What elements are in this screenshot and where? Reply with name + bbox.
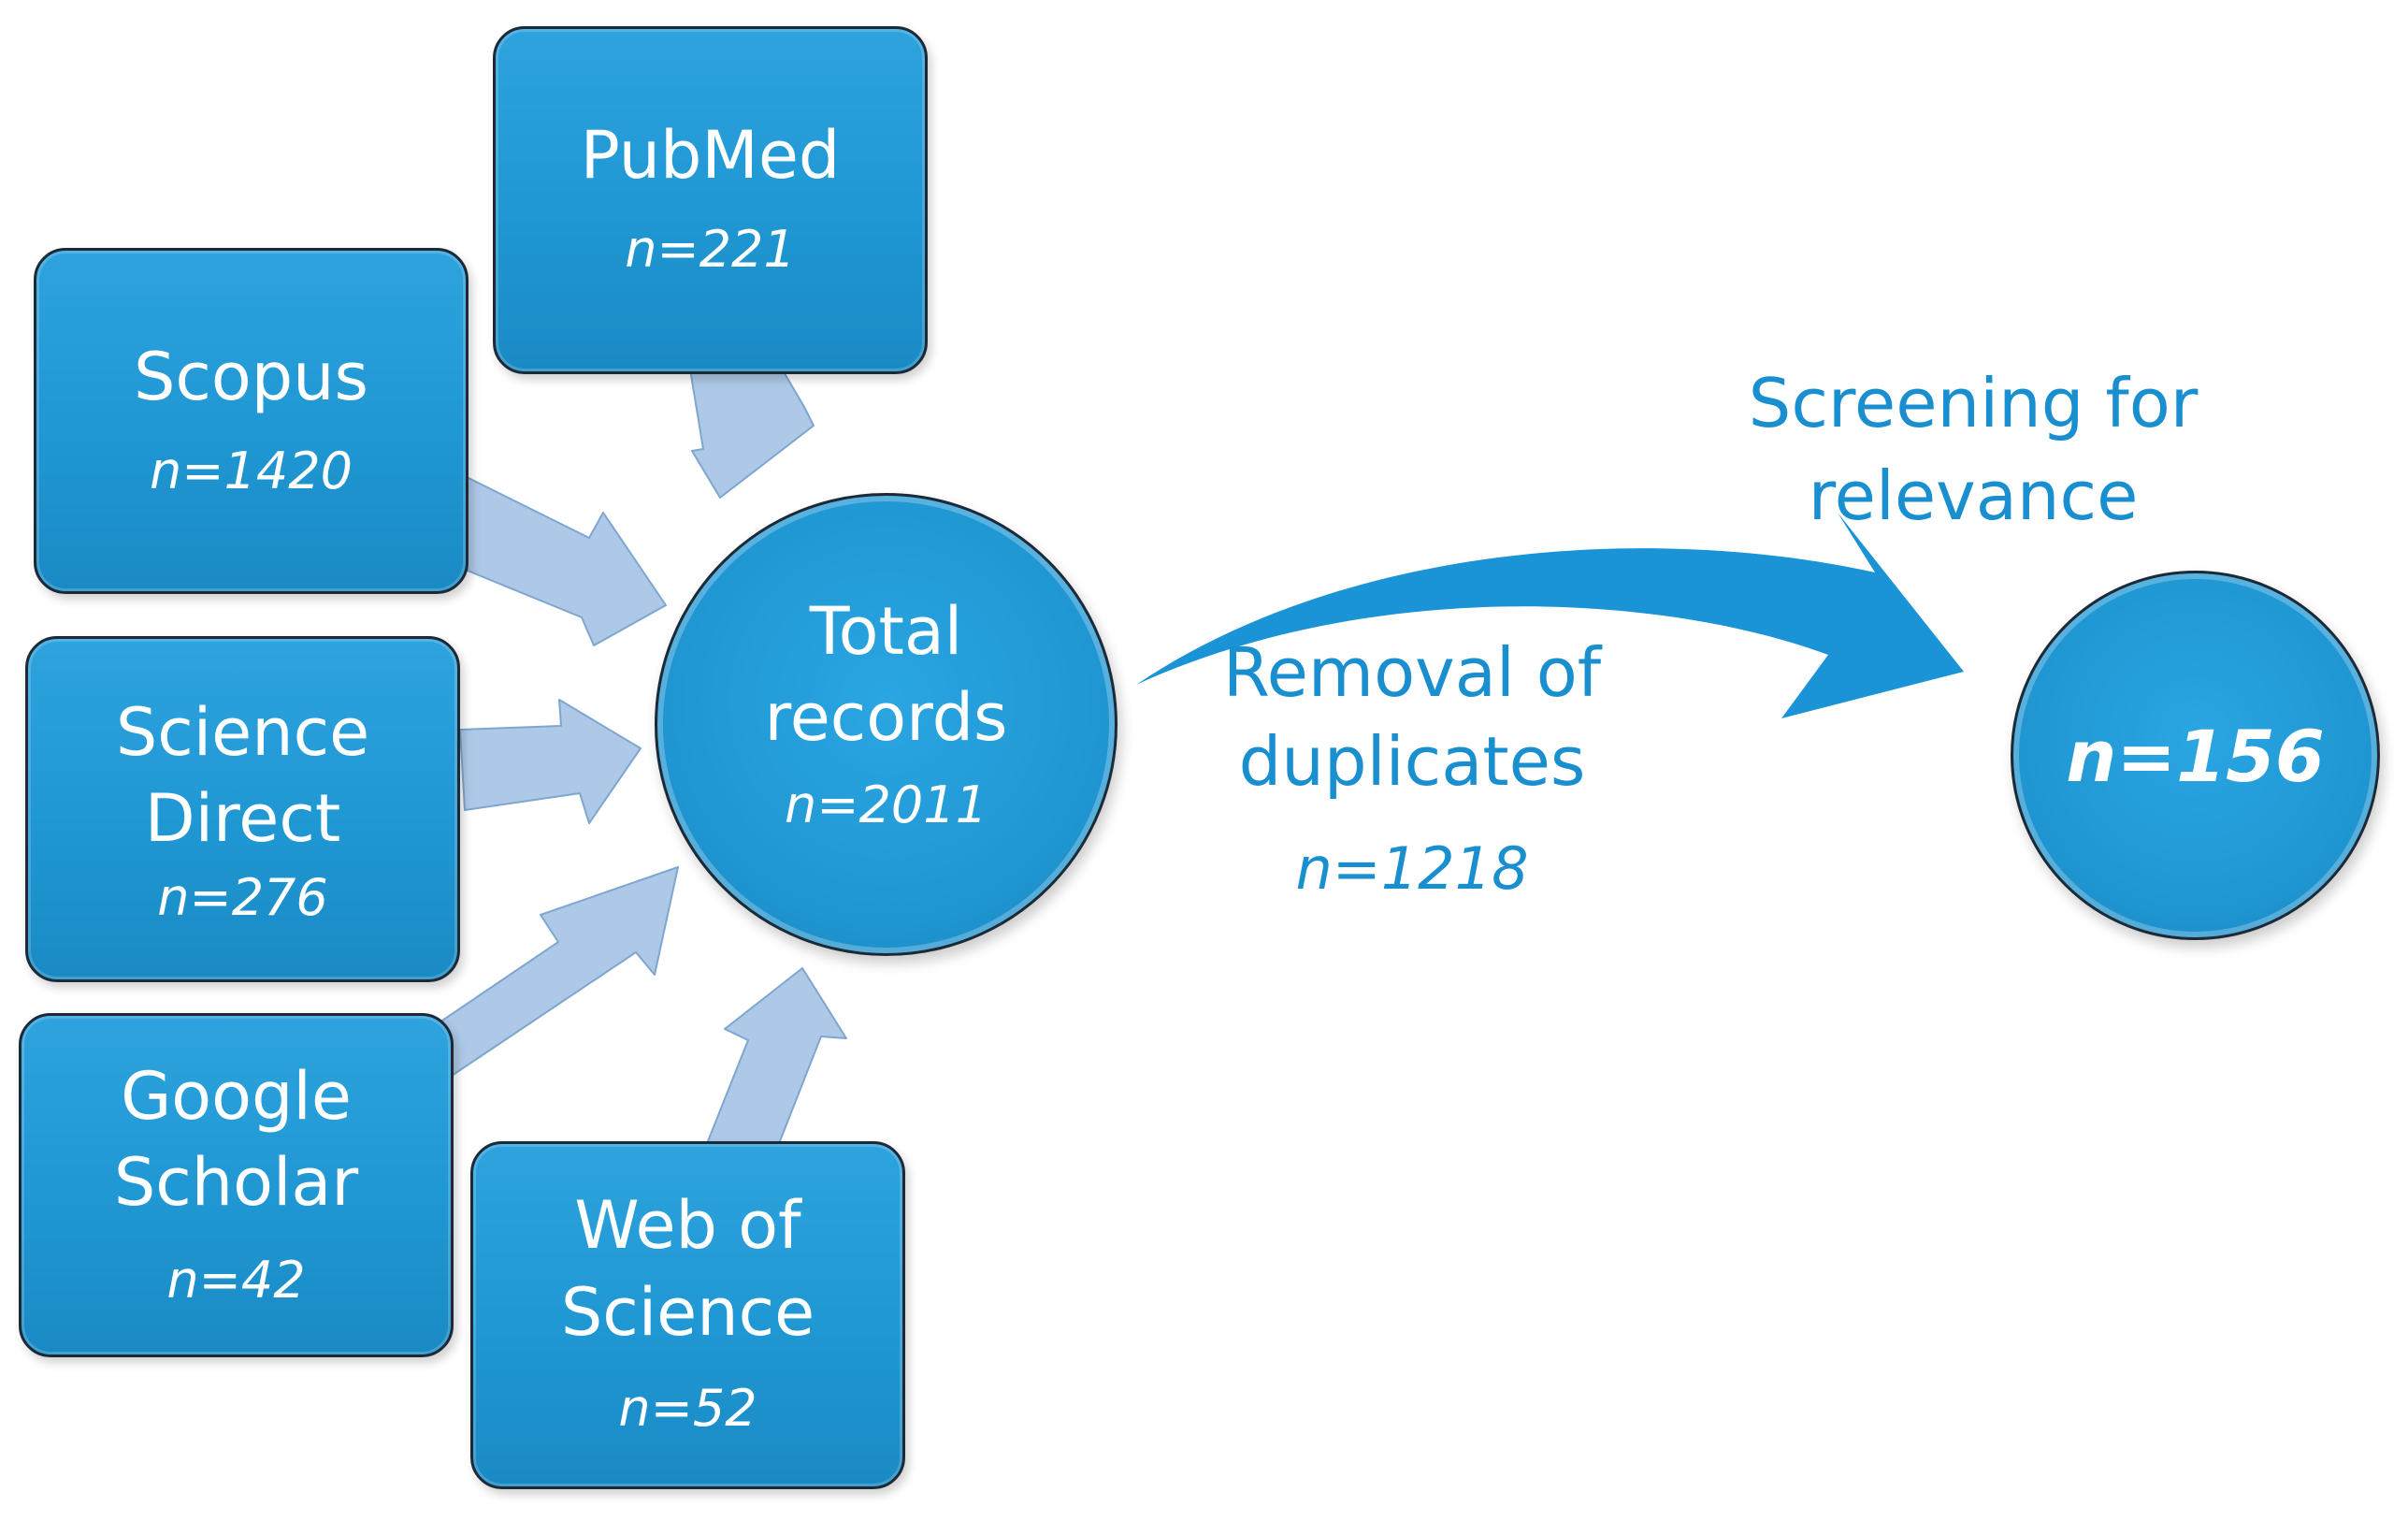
science-direct-arrow xyxy=(459,699,642,824)
pubmed-arrow xyxy=(689,352,815,499)
screening-curve-arrow xyxy=(1136,513,1964,718)
final-count: n=156 xyxy=(2066,715,2325,798)
source-title-line2: Direct xyxy=(144,780,341,857)
source-count: n=276 xyxy=(157,868,328,927)
removal-line1: Removal of xyxy=(1222,633,1602,712)
google-scholar-arrow xyxy=(439,866,679,1079)
total-records-circle: Total records n=2011 xyxy=(655,493,1117,956)
source-count: n=42 xyxy=(166,1251,306,1310)
source-box-pubmed: PubMed n=221 xyxy=(493,26,928,374)
source-count: n=52 xyxy=(618,1379,757,1438)
removal-count: n=1218 xyxy=(1295,834,1529,904)
final-count-circle: n=156 xyxy=(2011,571,2380,940)
source-title: PubMed xyxy=(580,117,841,194)
source-box-google-scholar: Google Scholar n=42 xyxy=(19,1013,454,1357)
web-of-science-arrow xyxy=(705,967,847,1147)
source-count: n=1420 xyxy=(150,442,353,500)
source-count: n=221 xyxy=(625,220,796,279)
source-title-line2: Science xyxy=(560,1274,815,1351)
source-title-line2: Scholar xyxy=(113,1144,359,1221)
source-title-line1: Google xyxy=(121,1058,352,1135)
source-box-scopus: Scopus n=1420 xyxy=(34,248,469,594)
scopus-arrow xyxy=(462,474,667,646)
source-box-web-of-science: Web of Science n=52 xyxy=(470,1141,905,1489)
screening-line2: relevance xyxy=(1808,456,2139,536)
source-title: Scopus xyxy=(133,339,368,415)
total-count: n=2011 xyxy=(785,775,988,834)
source-box-science-direct: Science Direct n=276 xyxy=(25,636,460,982)
removal-line2: duplicates xyxy=(1238,722,1586,802)
total-title-line2: records xyxy=(764,679,1008,756)
screening-line1: Screening for xyxy=(1748,364,2199,442)
source-title-line1: Web of xyxy=(574,1187,801,1264)
total-title-line1: Total xyxy=(809,593,963,670)
removal-of-duplicates-label: Removal of duplicates n=1218 xyxy=(1169,629,1655,903)
screening-for-relevance-label: Screening for relevance xyxy=(1702,357,2244,543)
source-title-line1: Science xyxy=(115,694,370,771)
